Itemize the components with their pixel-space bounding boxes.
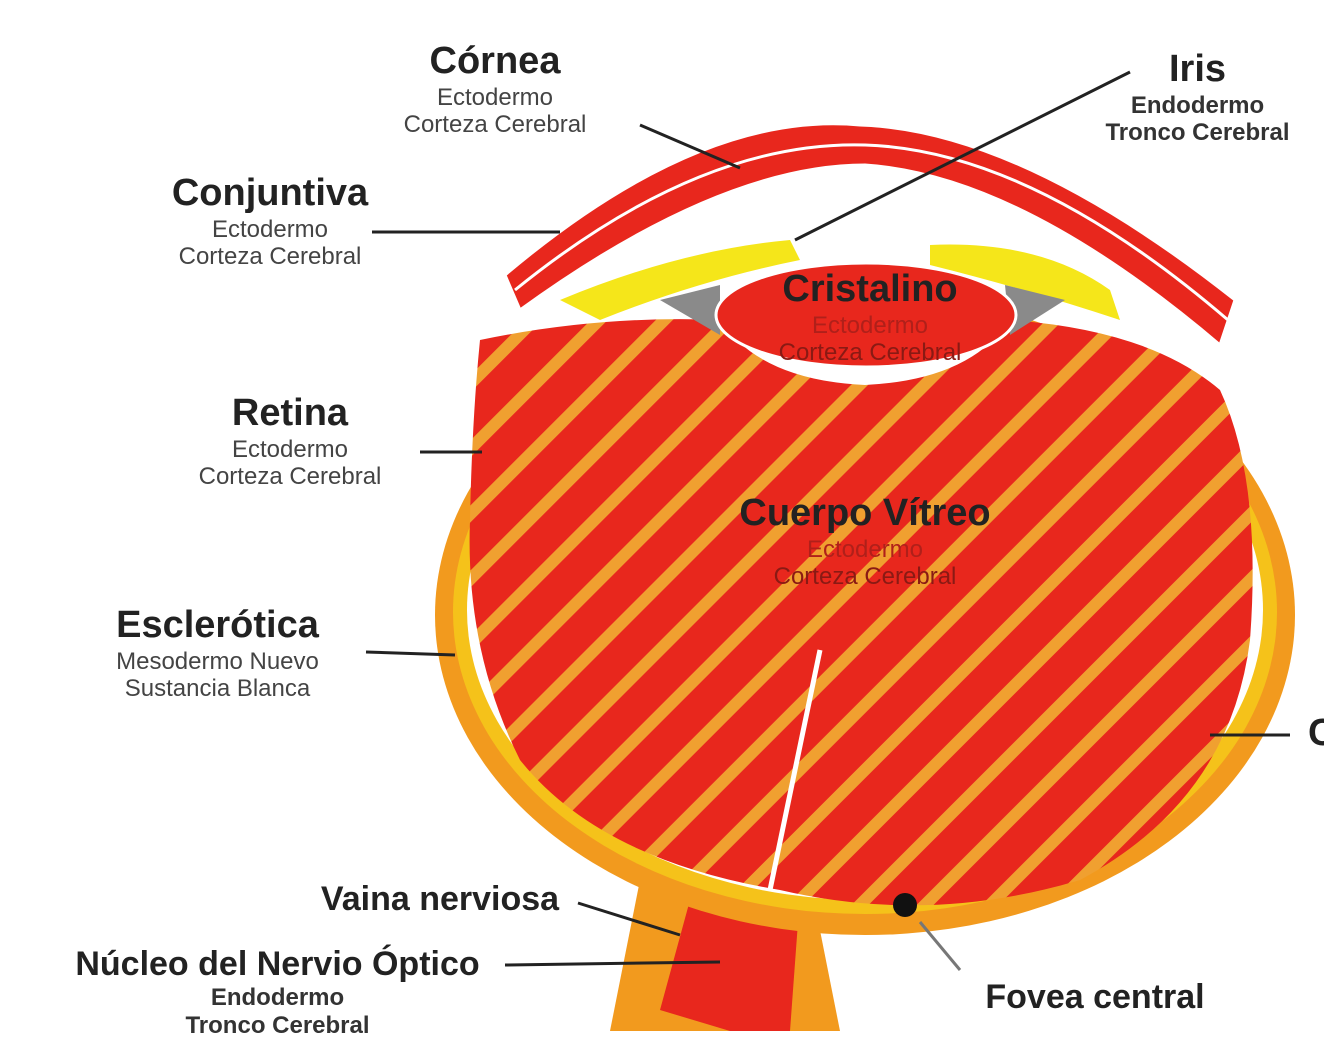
label-coroides-partial: C	[1308, 712, 1324, 756]
label-title: Córnea	[429, 40, 561, 82]
label-title: Fovea central	[985, 978, 1205, 1016]
label-line: Corteza Cerebral	[403, 111, 587, 139]
label-line: Sustancia Blanca	[124, 675, 311, 703]
label-retina: Retina Ectodermo Corteza Cerebral	[175, 392, 405, 491]
label-line: Corteza Cerebral	[198, 463, 382, 491]
label-title: Retina	[231, 392, 349, 434]
label-conjuntiva: Conjuntiva Ectodermo Corteza Cerebral	[150, 172, 390, 271]
label-line: Ectodermo	[231, 435, 349, 463]
lens	[714, 261, 1018, 369]
label-line: Tronco Cerebral	[185, 1011, 370, 1039]
label-line: Endodermo	[210, 984, 345, 1012]
leader-lines	[365, 70, 1290, 971]
label-line: Ectodermo	[811, 311, 929, 339]
label-title: C	[1308, 712, 1324, 754]
fovea-spot	[893, 893, 917, 917]
label-line: Tronco Cerebral	[1105, 119, 1290, 147]
label-title: Vaina nerviosa	[320, 880, 560, 918]
label-line: Corteza Cerebral	[773, 563, 957, 591]
label-cornea: Córnea Ectodermo Corteza Cerebral	[380, 40, 610, 139]
label-line: Corteza Cerebral	[778, 339, 962, 367]
label-line: Endodermo	[1130, 91, 1265, 119]
label-cuerpo-vitreo: Cuerpo Vítreo Ectodermo Corteza Cerebral	[710, 492, 1020, 591]
label-title: Conjuntiva	[171, 172, 369, 214]
label-title: Iris	[1168, 48, 1227, 90]
label-title: Núcleo del Nervio Óptico	[75, 945, 480, 983]
label-line: Corteza Cerebral	[178, 243, 362, 271]
label-title: Cristalino	[782, 268, 958, 310]
label-vaina-nerviosa: Vaina nerviosa	[300, 880, 580, 919]
label-line: Ectodermo	[806, 535, 924, 563]
label-title: Cuerpo Vítreo	[739, 492, 991, 534]
cornea	[503, 122, 1237, 348]
iris	[560, 240, 800, 320]
label-cristalino: Cristalino Ectodermo Corteza Cerebral	[740, 268, 1000, 367]
label-line: Ectodermo	[436, 83, 554, 111]
label-line: Ectodermo	[211, 215, 329, 243]
label-esclerotica: Esclerótica Mesodermo Nuevo Sustancia Bl…	[90, 604, 345, 703]
label-fovea-central: Fovea central	[965, 978, 1225, 1017]
label-iris: Iris Endodermo Tronco Cerebral	[1085, 48, 1310, 147]
hyaloid-canal	[767, 649, 823, 891]
label-line: Mesodermo Nuevo	[116, 647, 319, 675]
label-title: Esclerótica	[116, 604, 319, 646]
label-nucleo-nervio-optico: Núcleo del Nervio Óptico Endodermo Tronc…	[45, 945, 510, 1039]
optic-nerve-core	[660, 895, 800, 1031]
vitreous-body	[469, 319, 1253, 906]
